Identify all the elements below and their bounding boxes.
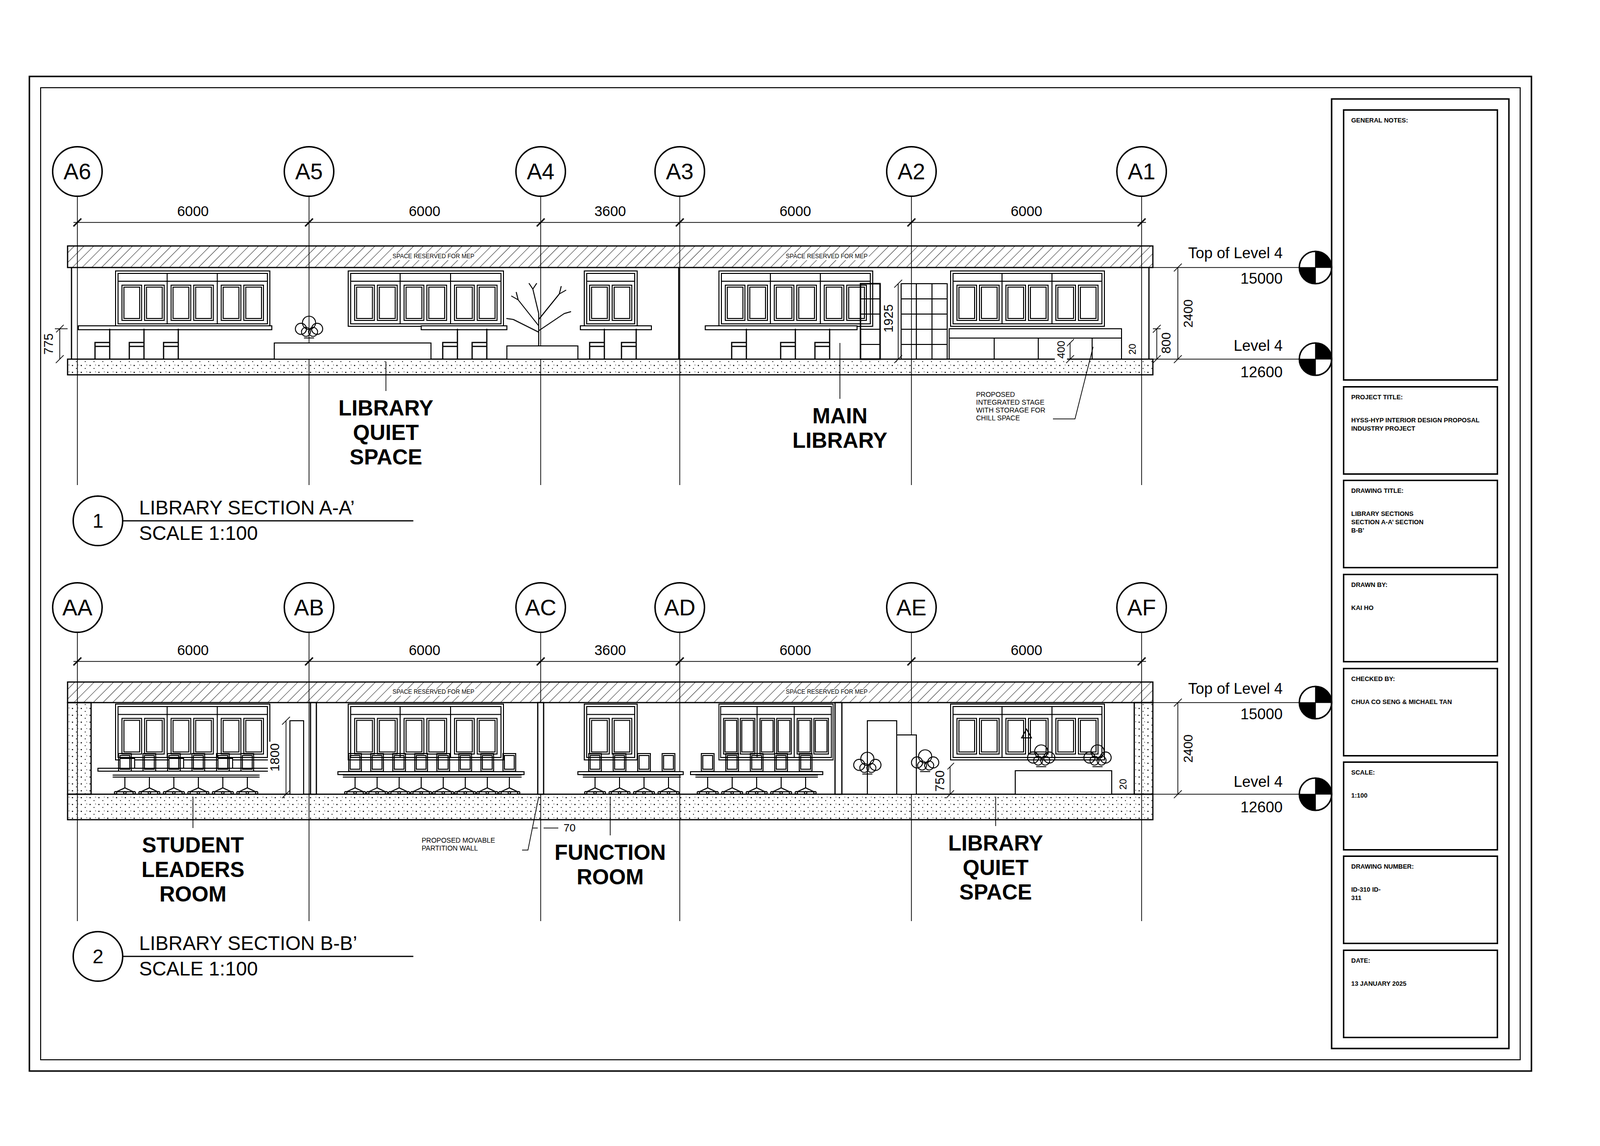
level-text: 12600: [1239, 363, 1285, 382]
dimension-text: 20: [1117, 776, 1129, 791]
dimension-text: 750: [932, 768, 948, 793]
box-heading: SCALE:: [1351, 768, 1490, 777]
box-heading: DRAWN BY:: [1351, 580, 1490, 590]
mep-note: SPACE RESERVED FOR MEP: [391, 253, 477, 261]
grid-bubble: AE: [885, 581, 937, 633]
section-number: 1: [72, 495, 124, 547]
grid-label: A4: [526, 158, 555, 185]
dimension-text: 6000: [778, 642, 813, 659]
dimension-text: 2400: [1181, 297, 1196, 330]
level-text: Top of Level 4: [1186, 244, 1285, 263]
box-body: HYSS-HYP INTERIOR DESIGN PROPOSAL INDUST…: [1351, 416, 1490, 433]
grid-bubble: AF: [1116, 581, 1168, 633]
note-text: PROPOSED MOVABLE PARTITION WALL: [420, 835, 522, 852]
grid-label: AF: [1127, 594, 1157, 621]
dimension-text: 6000: [1009, 203, 1045, 220]
dimension-text: 2400: [1181, 732, 1196, 765]
grid-label: A3: [666, 158, 694, 185]
grid-label: AC: [525, 594, 557, 621]
room-label: LIBRARY QUIET SPACE: [318, 395, 454, 470]
dimension-text: 70: [562, 821, 577, 834]
box-heading: PROJECT TITLE:: [1351, 393, 1490, 402]
grid-label: AB: [293, 594, 324, 621]
room-label: STUDENT LEADERS ROOM: [125, 832, 261, 907]
box-body: 13 JANUARY 2025: [1351, 979, 1490, 988]
room-label: MAIN LIBRARY: [772, 403, 908, 453]
dimension-text: 6000: [407, 642, 443, 659]
grid-bubble: A3: [654, 145, 706, 197]
grid-label: AD: [664, 594, 696, 621]
grid-label: A5: [295, 158, 323, 185]
dimension-text: 6000: [778, 203, 813, 220]
section-title: LIBRARY SECTION B-B’: [137, 931, 359, 955]
level-text: 15000: [1239, 269, 1285, 288]
dimension-text: 1800: [267, 741, 283, 773]
title-block-box: SCALE: 1:100: [1342, 761, 1499, 851]
box-body: LIBRARY SECTIONS SECTION A-A’ SECTION B-…: [1351, 509, 1425, 535]
box-body: KAI HO: [1351, 603, 1490, 613]
box-heading: DRAWING TITLE:: [1351, 486, 1490, 496]
dimension-text: 3600: [593, 203, 628, 220]
grid-bubble: A2: [885, 145, 937, 197]
dimension-text: 6000: [1009, 642, 1045, 659]
mep-note: SPACE RESERVED FOR MEP: [784, 688, 870, 696]
grid-label: 2: [92, 945, 104, 968]
title-block-box: DRAWN BY: KAI HO: [1342, 573, 1499, 663]
dimension-text: 3600: [593, 642, 628, 659]
dimension-text: 6000: [175, 642, 211, 659]
grid-bubble: AA: [51, 581, 103, 633]
grid-bubble: A1: [1116, 145, 1168, 197]
level-text: Level 4: [1232, 336, 1285, 355]
mep-note: SPACE RESERVED FOR MEP: [784, 253, 870, 261]
title-block-box: DATE: 13 JANUARY 2025: [1342, 949, 1499, 1038]
title-block-box: DRAWING TITLE: LIBRARY SECTIONS SECTION A…: [1342, 479, 1499, 569]
level-text: Level 4: [1232, 772, 1285, 791]
box-body: CHUA CO SENG & MICHAEL TAN: [1351, 697, 1490, 707]
grid-bubble: A5: [283, 145, 335, 197]
box-heading: GENERAL NOTES:: [1351, 116, 1490, 125]
grid-label: A1: [1127, 158, 1156, 185]
dimension-text: 775: [41, 331, 57, 356]
box-body: 1:100: [1351, 791, 1490, 800]
dimension-text: 1925: [881, 302, 897, 335]
box-heading: CHECKED BY:: [1351, 674, 1490, 684]
level-text: Top of Level 4: [1186, 679, 1285, 698]
level-text: 15000: [1239, 705, 1285, 723]
grid-label: 1: [92, 509, 104, 532]
grid-label: A6: [63, 158, 92, 185]
box-heading: DRAWING NUMBER:: [1351, 862, 1490, 871]
dimension-text: 20: [1126, 341, 1139, 356]
title-block-box: PROJECT TITLE: HYSS-HYP INTERIOR DESIGN P…: [1342, 385, 1499, 475]
grid-bubble: AC: [515, 581, 567, 633]
grid-bubble: A6: [51, 145, 103, 197]
grid-bubble: AB: [283, 581, 335, 633]
scale-text: SCALE 1:100: [137, 956, 260, 980]
box-body: ID-310 ID-311: [1351, 885, 1386, 903]
note-text: PROPOSED INTEGRATED STAGE WITH STORAGE F…: [974, 390, 1051, 422]
grid-bubble: A4: [515, 145, 567, 197]
grid-bubble: AD: [654, 581, 706, 633]
title-block-box: DRAWING NUMBER: ID-310 ID-311: [1342, 855, 1499, 944]
box-heading: DATE:: [1351, 956, 1490, 965]
room-label: LIBRARY QUIET SPACE: [928, 830, 1064, 905]
grid-label: A2: [897, 158, 926, 185]
title-block-box: GENERAL NOTES:: [1342, 109, 1499, 381]
level-text: 12600: [1239, 798, 1285, 816]
mep-note: SPACE RESERVED FOR MEP: [391, 688, 477, 696]
grid-label: AE: [896, 594, 927, 621]
section-number: 2: [72, 930, 124, 982]
scale-text: SCALE 1:100: [137, 521, 260, 545]
section-title: LIBRARY SECTION A-A’: [137, 496, 357, 519]
room-label: FUNCTION ROOM: [542, 839, 678, 889]
dimension-text: 800: [1159, 330, 1174, 355]
dimension-text: 400: [1054, 339, 1067, 361]
dimension-text: 6000: [175, 203, 211, 220]
dimension-text: 6000: [407, 203, 443, 220]
title-block-box: CHECKED BY: CHUA CO SENG & MICHAEL TAN: [1342, 667, 1499, 757]
grid-label: AA: [62, 594, 93, 621]
